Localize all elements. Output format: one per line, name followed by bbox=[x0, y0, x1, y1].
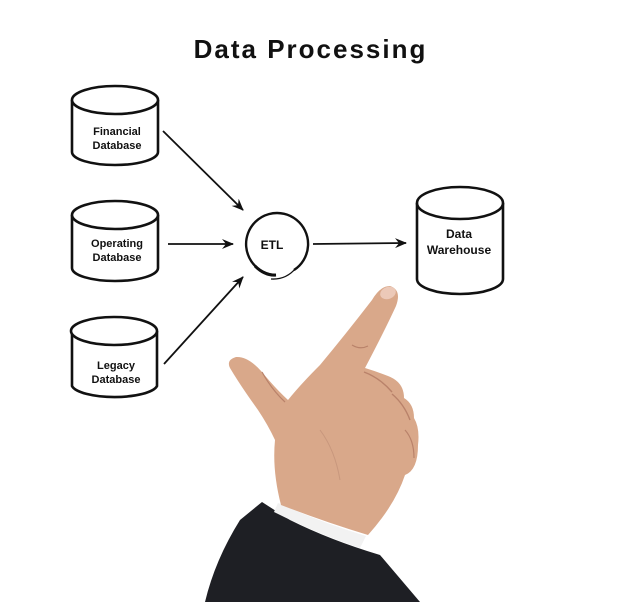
hand-back bbox=[228, 286, 419, 535]
data-warehouse-node: Data Warehouse bbox=[415, 185, 505, 296]
legacy-database-label-line2: Database bbox=[92, 374, 141, 386]
data-warehouse-label-line2: Warehouse bbox=[427, 243, 492, 257]
etl-label: ETL bbox=[261, 238, 284, 252]
etl-process-node: ETL bbox=[244, 211, 310, 280]
arrow-legacy-to-etl bbox=[163, 276, 244, 365]
operating-database-label-line2: Database bbox=[93, 252, 142, 264]
database-cylinder-icon bbox=[70, 331, 159, 399]
operating-database-node: Operating Database bbox=[70, 199, 160, 283]
legacy-database-label-line1: Legacy bbox=[97, 360, 136, 372]
database-cylinder-icon bbox=[70, 215, 160, 283]
database-cylinder-icon bbox=[415, 203, 505, 296]
database-cylinder-icon bbox=[70, 100, 160, 167]
pointing-hand-image bbox=[205, 286, 420, 602]
financial-database-label-line1: Financial bbox=[93, 126, 141, 138]
arrow-etl-to-warehouse bbox=[312, 238, 407, 249]
financial-database-node: Financial Database bbox=[70, 84, 160, 167]
shirt-cuff bbox=[274, 503, 366, 548]
data-warehouse-label-line1: Data bbox=[446, 227, 472, 241]
operating-database-label-line1: Operating bbox=[91, 238, 143, 250]
arrow-financial-to-etl bbox=[162, 130, 244, 211]
suit-sleeve bbox=[205, 502, 420, 602]
etl-circle-icon bbox=[244, 211, 310, 277]
diagram-title: Data Processing bbox=[193, 34, 428, 64]
legacy-database-node: Legacy Database bbox=[69, 315, 159, 399]
financial-database-label-line2: Database bbox=[93, 140, 142, 152]
